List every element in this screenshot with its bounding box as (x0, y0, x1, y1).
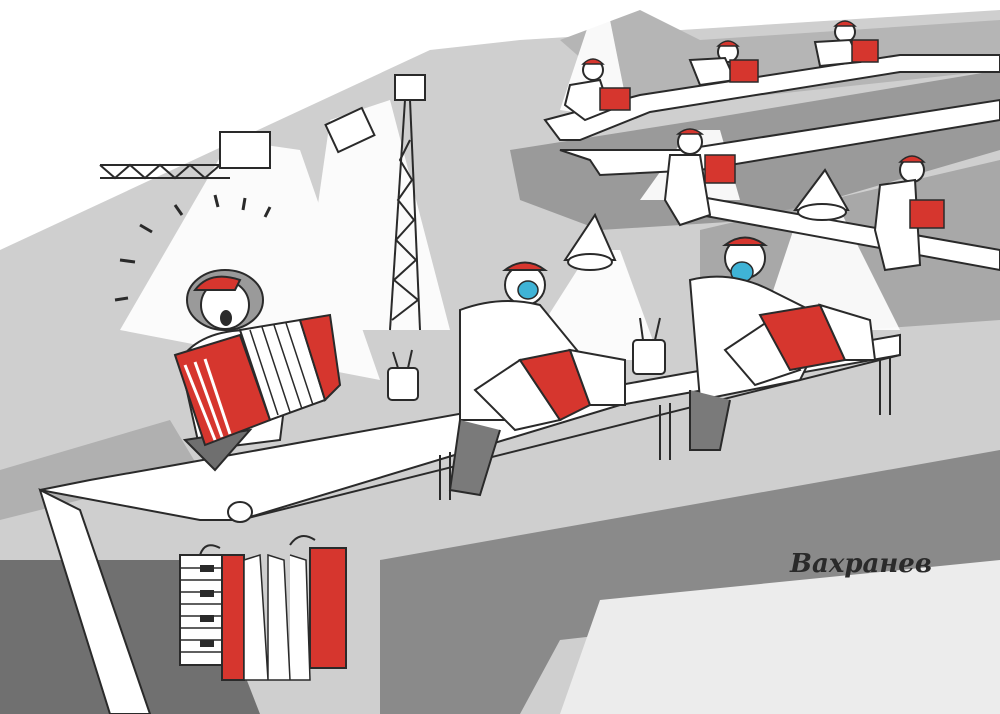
red-cap-icon (833, 20, 857, 27)
worker-upper-left (563, 58, 631, 122)
worker-middle-right (873, 155, 945, 272)
red-cap-icon (898, 155, 926, 163)
lighting-tower (99, 74, 426, 331)
worker-upper-middle (688, 40, 759, 87)
red-cap-icon (581, 58, 605, 65)
work-lamp-icon (563, 168, 850, 271)
worker-middle-left (663, 128, 736, 227)
santa-hat-icon (192, 275, 242, 291)
tool-cup-icon (387, 317, 666, 401)
spotlight-rays (114, 194, 272, 302)
worker-upper-right (813, 20, 879, 68)
accordion-icon (173, 313, 342, 447)
face-mask-icon (517, 280, 539, 300)
red-cap-icon (675, 128, 705, 135)
worker-front-right (688, 236, 877, 451)
singing-accordionist (173, 269, 342, 472)
finished-accordion-icon (179, 535, 347, 681)
worker-front-left (448, 261, 626, 497)
red-cap-icon (721, 236, 769, 246)
red-cap-icon (501, 261, 549, 271)
artist-signature: Вахранев (789, 549, 932, 579)
red-cap-icon (716, 40, 740, 47)
